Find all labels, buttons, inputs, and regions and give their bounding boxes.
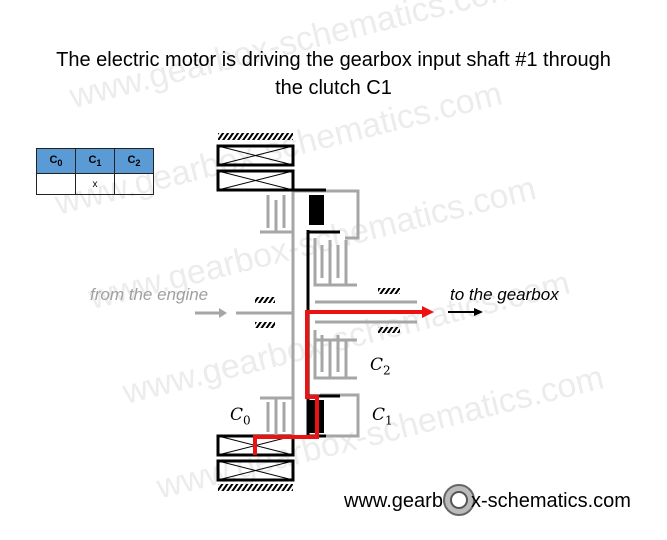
clutch-c0-label: C0 — [230, 405, 251, 428]
clutch-c1-label: C1 — [372, 405, 393, 428]
to-gearbox-label: to the gearbox — [450, 285, 559, 304]
damper-top — [309, 195, 324, 225]
clutch-c2-label: C2 — [370, 355, 391, 378]
output-arrow-icon — [474, 308, 483, 316]
gear-logo-icon — [443, 484, 475, 516]
from-engine-label: from the engine — [90, 285, 209, 304]
bearings — [255, 288, 400, 333]
power-flow-path — [253, 310, 425, 455]
diagram-title: The electric motor is driving the gearbo… — [56, 49, 611, 99]
